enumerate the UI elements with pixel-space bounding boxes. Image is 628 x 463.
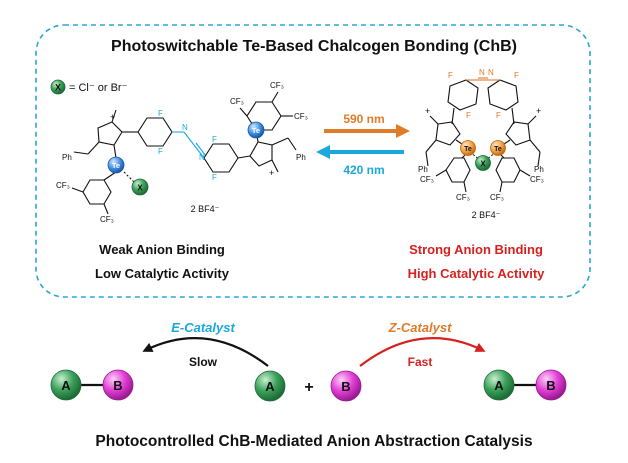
sphere-a-center (254, 370, 286, 402)
slow-arc-arrow (142, 337, 269, 367)
z-counterion: 2 BF4⁻ (472, 210, 501, 220)
svg-text:N: N (488, 68, 494, 77)
svg-text:+: + (269, 168, 274, 178)
svg-text:CF₃: CF₃ (456, 193, 470, 202)
z-catalyst-label: Z-Catalyst (388, 320, 453, 335)
e-te-atom-lower (107, 156, 125, 174)
svg-text:N: N (199, 153, 205, 162)
e-te-label-upper: Te (252, 126, 260, 135)
e-caption-line1: Weak Anion Binding (99, 242, 225, 257)
e-isomer-structure (71, 91, 297, 215)
e-caption-line2: Low Catalytic Activity (95, 266, 230, 281)
backward-wavelength-label: 420 nm (343, 163, 384, 177)
e-anion-x-label: X (137, 184, 143, 193)
svg-text:CF₃: CF₃ (56, 181, 70, 190)
page-title: Photoswitchable Te-Based Chalcogen Bondi… (111, 38, 517, 55)
reactants-a-plus-b: A + B (254, 370, 362, 402)
e-isomer-labels: F F F F N N Ph Ph CF₃ CF₃ CF₃ CF₃ CF₃ + … (56, 81, 308, 224)
e-catalyst-label: E-Catalyst (171, 320, 235, 335)
svg-text:F: F (158, 109, 163, 118)
svg-text:CF₃: CF₃ (294, 112, 308, 121)
anion-legend-text: = Cl⁻ or Br⁻ (69, 82, 128, 94)
product-right-ab: A B (483, 369, 567, 401)
anion-x-symbol: X (55, 83, 61, 93)
svg-text:A: A (265, 379, 275, 394)
sphere-a-left (50, 369, 82, 401)
svg-text:B: B (546, 378, 555, 393)
anion-x-icon (50, 79, 66, 95)
z-te-label-left: Te (464, 146, 472, 153)
svg-text:Ph: Ph (62, 153, 72, 162)
svg-text:B: B (113, 378, 122, 393)
sphere-a-right (483, 369, 515, 401)
svg-text:F: F (158, 147, 163, 156)
svg-text:CF₃: CF₃ (100, 215, 114, 224)
svg-text:A: A (61, 378, 71, 393)
svg-text:+: + (304, 379, 313, 396)
fast-label: Fast (408, 355, 433, 369)
svg-text:A: A (494, 378, 504, 393)
z-te-atom-right (490, 140, 506, 156)
svg-text:F: F (448, 71, 453, 80)
svg-text:Ph: Ph (418, 165, 428, 174)
anion-legend: X = Cl⁻ or Br⁻ (50, 79, 128, 95)
z-caption-line1: Strong Anion Binding (409, 242, 543, 257)
svg-text:Ph: Ph (534, 165, 544, 174)
photoswitch-arrows: 590 nm 420 nm (316, 112, 410, 177)
product-left-ab: A B (50, 369, 134, 401)
svg-text:+: + (425, 106, 430, 116)
svg-text:Ph: Ph (296, 153, 306, 162)
svg-text:CF₃: CF₃ (420, 175, 434, 184)
svg-text:+: + (536, 106, 541, 116)
e-anion-x (131, 178, 149, 196)
sphere-b-right (535, 369, 567, 401)
z-te-atom-left (460, 140, 476, 156)
z-anion-x-label: X (480, 160, 486, 169)
svg-text:F: F (212, 135, 217, 144)
forward-wavelength-label: 590 nm (343, 112, 384, 126)
dashed-frame (35, 24, 591, 298)
e-te-atom-upper (247, 121, 265, 139)
svg-text:F: F (212, 173, 217, 182)
svg-text:+: + (110, 112, 115, 122)
slow-label: Slow (189, 355, 218, 369)
footer-caption: Photocontrolled ChB-Mediated Anion Abstr… (95, 433, 532, 450)
svg-text:CF₃: CF₃ (270, 81, 284, 90)
svg-text:CF₃: CF₃ (230, 97, 244, 106)
z-caption-line2: High Catalytic Activity (408, 266, 546, 281)
fast-arc-arrow (359, 337, 486, 367)
svg-text:N: N (479, 68, 485, 77)
svg-text:F: F (514, 71, 519, 80)
svg-text:B: B (341, 379, 350, 394)
svg-text:N: N (182, 123, 188, 132)
svg-text:CF₃: CF₃ (490, 193, 504, 202)
backward-arrowhead (316, 145, 330, 159)
sphere-b-center (330, 370, 362, 402)
e-te-label-lower: Te (112, 161, 120, 170)
z-isomer-labels: F F F F N N Ph Ph CF₃ CF₃ CF₃ CF₃ + + (418, 68, 544, 202)
e-counterion: 2 BF4⁻ (191, 204, 220, 214)
sphere-b-left (102, 369, 134, 401)
svg-text:CF₃: CF₃ (530, 175, 544, 184)
z-isomer-structure (425, 77, 541, 193)
z-te-label-right: Te (494, 146, 502, 153)
svg-text:F: F (496, 111, 501, 120)
forward-arrowhead (396, 124, 410, 138)
z-anion-x (475, 155, 491, 171)
svg-text:F: F (466, 111, 471, 120)
